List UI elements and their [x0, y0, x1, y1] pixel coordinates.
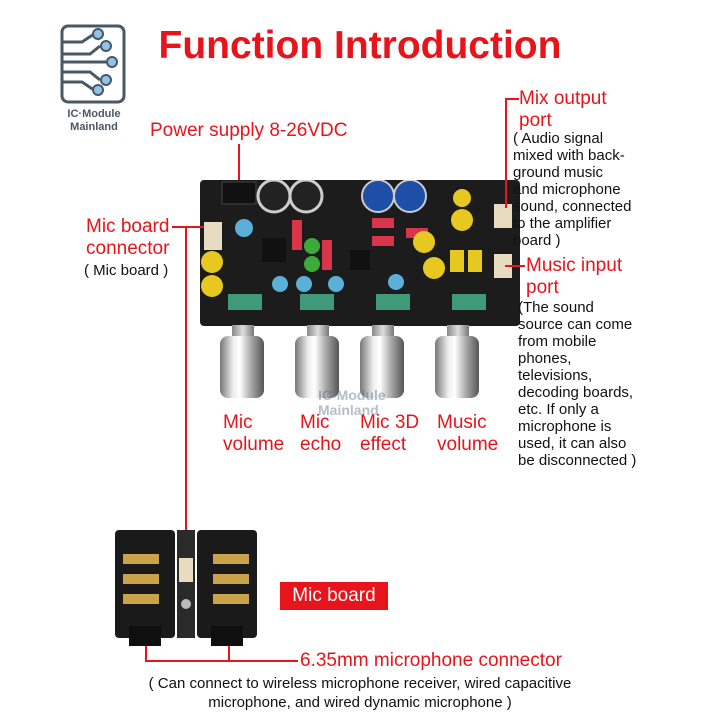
- mix-output-label: Mix output port: [519, 88, 607, 132]
- note-line: to the amplifier: [513, 215, 612, 232]
- note-line: and microphone: [513, 181, 621, 198]
- knob-shaft: [307, 325, 329, 339]
- circuit-logo-icon: [60, 24, 126, 104]
- note-line: ( Can connect to wireless microphone rec…: [148, 675, 572, 692]
- connector-note: ( Can connect to wireless microphone rec…: [0, 674, 720, 712]
- mic-board-connector-note: ( Mic board ): [84, 262, 169, 279]
- leader-line: [505, 265, 525, 267]
- mic-volume-knob: [220, 336, 264, 398]
- leader-line: [172, 226, 204, 228]
- mic-board-image: [115, 530, 257, 646]
- knob-shaft: [447, 325, 469, 339]
- music-input-label: Music input port: [526, 255, 622, 299]
- mic-echo-knob: [295, 336, 339, 398]
- note-line: microphone is: [518, 418, 612, 435]
- pcb-components-icon: [201, 178, 512, 310]
- label-line: Mic: [223, 412, 253, 433]
- leader-line: [238, 144, 240, 186]
- label-line: Mic: [300, 412, 330, 433]
- note-line: televisions,: [518, 367, 593, 384]
- knob-shaft: [232, 325, 254, 339]
- note-line: used, it can also: [518, 435, 627, 452]
- note-line: phones,: [518, 350, 572, 367]
- note-line: sound, connected: [513, 198, 632, 215]
- mic-board-connector-label: Mic board connector: [86, 216, 169, 260]
- leader-line: [145, 660, 298, 662]
- label-line: volume: [437, 434, 499, 455]
- music-input-note: (The sound source can come from mobile p…: [518, 299, 636, 469]
- mic-jack-board-icon: [115, 530, 257, 646]
- leader-line: [505, 98, 507, 208]
- label-line: Mix output: [519, 88, 607, 109]
- label-line: echo: [300, 434, 342, 455]
- knob-shaft: [372, 325, 394, 339]
- note-line: decoding boards,: [518, 384, 634, 401]
- watermark-line: Mainland: [318, 402, 379, 418]
- note-line: ground music: [513, 164, 604, 181]
- watermark: IC·Module Mainland: [318, 388, 386, 418]
- label-line: volume: [223, 434, 285, 455]
- watermark-line: IC·Module: [318, 387, 386, 403]
- label-line: Music input: [526, 255, 623, 276]
- label-line: Mic 3D: [360, 412, 420, 433]
- note-line: ( Audio signal: [513, 130, 604, 147]
- leader-line: [505, 98, 519, 100]
- mix-output-note: ( Audio signal mixed with back- ground m…: [513, 130, 631, 249]
- mic-board-badge: Mic board: [280, 582, 388, 610]
- note-line: mixed with back-: [513, 147, 625, 164]
- logo-text-line: IC·Module: [67, 108, 121, 120]
- note-line: microphone, and wired dynamic microphone…: [208, 694, 512, 711]
- logo: [60, 24, 128, 104]
- note-line: source can come: [518, 316, 633, 333]
- label-line: connector: [86, 238, 170, 259]
- music-volume-knob: [435, 336, 479, 398]
- power-supply-label: Power supply 8-26VDC: [150, 120, 348, 141]
- pcb-board: [200, 178, 520, 326]
- leader-line: [228, 646, 230, 662]
- label-line: Music: [437, 412, 487, 433]
- label-line: effect: [360, 434, 407, 455]
- note-line: from mobile: [518, 333, 597, 350]
- label-line: port: [526, 277, 559, 298]
- logo-text: IC·Module Mainland: [52, 108, 136, 134]
- mic-3d-effect-knob: [360, 336, 404, 398]
- note-line: etc. If only a: [518, 401, 599, 418]
- leader-line: [185, 226, 187, 561]
- logo-text-line: Mainland: [70, 121, 118, 133]
- note-line: board ): [513, 232, 561, 249]
- label-line: port: [519, 110, 552, 131]
- label-line: Mic board: [86, 216, 170, 237]
- note-line: be disconnected ): [518, 452, 637, 469]
- note-line: (The sound: [518, 299, 594, 316]
- page-title: Function Introduction: [158, 24, 562, 67]
- connector-label: 6.35mm microphone connector: [300, 650, 562, 671]
- leader-line: [145, 646, 147, 662]
